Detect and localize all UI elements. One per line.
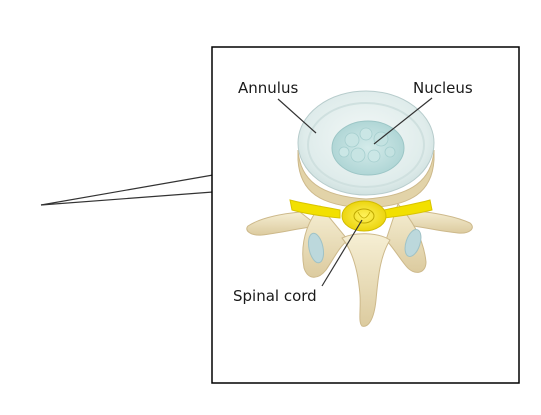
pointer-line-upper [40, 174, 214, 206]
vertebral-body [297, 149, 435, 209]
annulus-leader-line [277, 98, 317, 134]
nucleus-label: Nucleus [413, 79, 473, 97]
pointer-line-lower [40, 191, 214, 206]
vertebra-bone [246, 203, 473, 327]
spinal-cord-label: Spinal cord [233, 287, 317, 305]
disc-annulus-ring [307, 102, 425, 188]
spinal-cord [289, 199, 433, 232]
nucleus-leader-line [373, 97, 433, 145]
annulus-label: Annulus [238, 79, 299, 97]
spinal-cord-leader-line [321, 219, 363, 287]
